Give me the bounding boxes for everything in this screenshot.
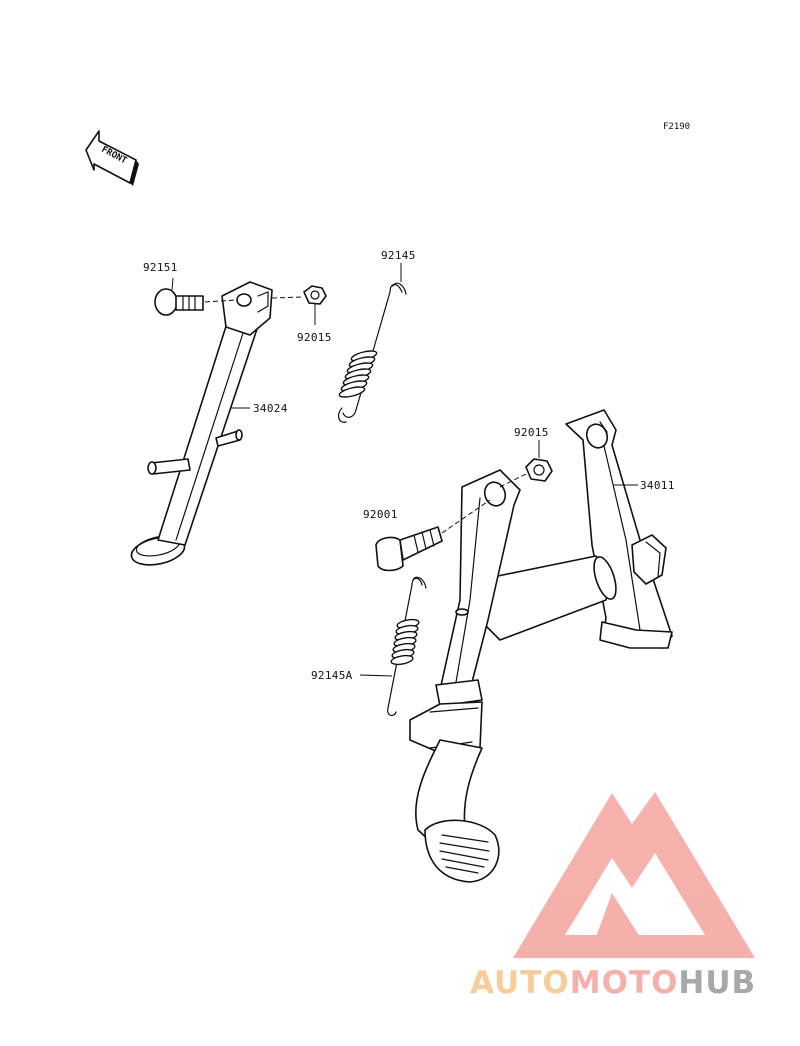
label-92015-center: 92015: [514, 426, 549, 439]
front-arrow-icon: FRONT: [85, 130, 139, 186]
label-92015-side: 92015: [297, 331, 332, 344]
label-92145: 92145: [381, 249, 416, 262]
label-92151: 92151: [143, 261, 178, 274]
bolt-92001: [375, 499, 491, 572]
svg-text:AUTOMOTOHUB: AUTOMOTOHUB: [470, 965, 756, 1001]
watermark-moto: MOTO: [570, 965, 679, 1001]
center-stand-34011: [409, 409, 673, 883]
label-92145A: 92145A: [311, 669, 353, 682]
label-92001: 92001: [363, 508, 398, 521]
spring-92145: [337, 282, 407, 423]
pivot-bolt-92151: [154, 288, 237, 316]
label-34011: 34011: [640, 479, 675, 492]
side-stand-34024: [130, 281, 273, 566]
figure-ref: F2190: [663, 122, 690, 132]
label-34024: 34024: [253, 402, 288, 415]
watermark-hub: HUB: [678, 965, 756, 1001]
leader-92151: [171, 277, 174, 291]
nut-92015-side: [271, 285, 327, 325]
leader-92145A: [359, 674, 393, 677]
watermark-logo: AUTOMOTOHUB: [470, 792, 756, 1001]
spring-92145A: [387, 576, 427, 717]
watermark-auto: AUTO: [470, 965, 570, 1001]
nut-92015-center: [499, 440, 553, 488]
